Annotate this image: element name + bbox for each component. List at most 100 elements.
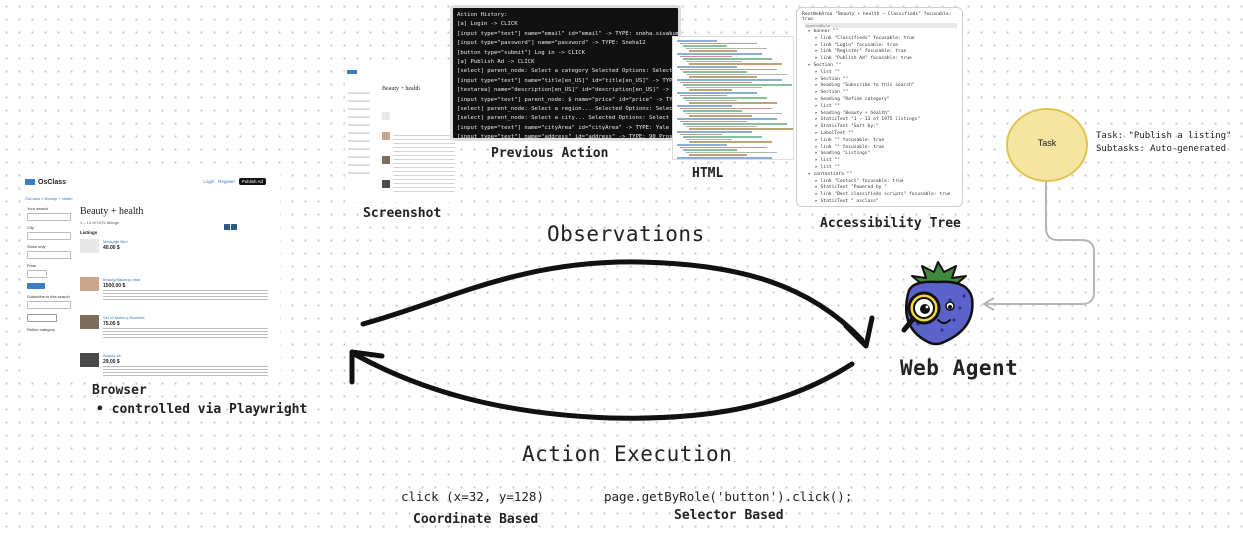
ax-tree-node: ▸ link "Contact" focusable: true xyxy=(815,178,904,184)
code-line xyxy=(680,120,747,123)
listing-price: 1500.00 $ xyxy=(103,283,126,289)
ax-highlight-node: IgnoredRole xyxy=(805,23,957,28)
coordinate-label: Coordinate Based xyxy=(413,512,539,527)
ax-tree-node: ▸ banner "" xyxy=(808,29,839,34)
code-line xyxy=(680,107,772,110)
browser-sidebar: Your search City Show only Price Subscri… xyxy=(27,206,71,332)
ax-tree-node: ▸ list "" xyxy=(815,69,840,75)
web-agent-label: Web Agent xyxy=(900,356,1019,380)
ax-tree-node: ▸ link "" focusable: true xyxy=(815,137,885,143)
sidebar-input[interactable] xyxy=(27,251,71,259)
listing-price: 29.00 $ xyxy=(103,359,120,365)
previous-action-line: [a] Login -> CLICK xyxy=(457,21,518,28)
ax-tree-node: ▸ link "Publish Ad" focusable: true xyxy=(815,56,912,62)
list-item[interactable]: Beauty kit 29.00 $ xyxy=(80,353,270,380)
ax-tree-node: ▸ Section "" xyxy=(815,90,849,96)
nav-register-link[interactable]: Register xyxy=(218,179,235,184)
task-connector xyxy=(986,180,1095,305)
nav-login-link[interactable]: Login xyxy=(203,179,215,184)
listing-title[interactable]: Set of Makeup Brushes xyxy=(103,315,145,320)
breadcrumb[interactable]: OsClass » Beauty + health xyxy=(25,196,73,201)
observations-arrow xyxy=(360,259,865,343)
observations-label: Observations xyxy=(547,222,705,246)
selector-label: Selector Based xyxy=(674,508,784,523)
listing-description xyxy=(103,328,268,338)
previous-action-line: [select] parent_node: Select a region...… xyxy=(457,106,681,113)
code-line xyxy=(689,63,782,65)
previous-action-line: [select] parent_node: Select a category … xyxy=(457,68,681,75)
previous-action-log: Action History: [a] Login -> CLICK [input … xyxy=(453,8,681,138)
sidebar-input[interactable] xyxy=(27,270,47,278)
code-line xyxy=(689,102,777,104)
code-line xyxy=(686,60,742,63)
code-line xyxy=(689,76,757,78)
code-line xyxy=(689,141,772,143)
code-line xyxy=(677,131,752,133)
previous-action-line: [select] parent_node: Select a city... S… xyxy=(457,115,681,122)
browser-nav: Login Register Publish Ad xyxy=(203,178,266,185)
previous-action-line: [input type="password"] name="password" … xyxy=(457,40,646,47)
screenshot-label: Screenshot xyxy=(363,206,442,221)
listing-title[interactable]: Beauty kit xyxy=(103,353,121,358)
code-line xyxy=(680,42,757,45)
accessibility-tree-label: Accessibility Tree xyxy=(820,216,961,231)
previous-action-line: [textarea] name="description[en_US]" id=… xyxy=(457,87,681,94)
code-line xyxy=(677,92,757,94)
listing-thumbnail xyxy=(80,353,99,367)
code-line xyxy=(686,151,777,154)
subscribe-button[interactable] xyxy=(27,314,57,322)
browser-heading: Beauty + health xyxy=(80,206,144,217)
previous-action-line: [input type="text"] name="title[en_US]" … xyxy=(457,77,681,84)
ax-tree-node: ▸ Section "" xyxy=(815,76,849,82)
code-line xyxy=(683,71,747,73)
action-execution-label: Action Execution xyxy=(522,442,733,466)
screenshot-heading: Beauty + health xyxy=(382,86,421,92)
sidebar-input[interactable] xyxy=(27,301,71,309)
list-item[interactable]: Massage Bed 40.00 $ xyxy=(80,239,270,273)
previous-action-line: [input type="text"] name="email" id="ema… xyxy=(457,30,681,37)
sidebar-input[interactable] xyxy=(27,232,71,240)
code-line xyxy=(683,149,737,151)
html-label: HTML xyxy=(692,166,724,181)
ax-tree-node: ▸ Section "" xyxy=(808,62,842,68)
view-toggle[interactable] xyxy=(224,217,264,230)
code-line xyxy=(683,110,742,112)
web-agent-mascot-icon xyxy=(901,261,974,346)
nav-publish-button[interactable]: Publish Ad xyxy=(238,178,266,185)
browser-subheading: 1 – 13 of 1975 listings xyxy=(80,220,119,225)
previous-action-line: Action History: xyxy=(457,12,508,18)
code-line xyxy=(683,136,762,138)
sidebar-label: Your search xyxy=(27,206,49,211)
code-line xyxy=(677,79,782,81)
ax-tree-node: ▸ list "" xyxy=(815,164,840,170)
ax-tree-node: ▸ StaticText "1 – 13 of 1975 listings" xyxy=(815,117,921,123)
code-line xyxy=(683,58,772,60)
code-line xyxy=(683,97,767,99)
code-line xyxy=(680,55,732,58)
listings-label: Listings xyxy=(80,230,98,235)
ax-tree-node: ▸ link "Classifieds" focusable: true xyxy=(815,35,915,41)
list-item[interactable]: Beauty/Makeup chair 1500.00 $ xyxy=(80,277,270,311)
ax-tree-node: ▸ LabelText "" xyxy=(815,130,854,136)
observations-arrowhead xyxy=(843,315,875,349)
accessibility-tree-panel: RootWebArea "Beauty + health — Classifie… xyxy=(796,7,963,207)
code-line xyxy=(686,99,737,102)
code-line xyxy=(683,45,727,47)
browser-logo: OsClass xyxy=(25,179,66,186)
listing-description xyxy=(103,290,268,300)
apply-button[interactable] xyxy=(27,283,45,289)
sidebar-input[interactable] xyxy=(27,213,71,221)
listing-price: 75.00 $ xyxy=(103,321,120,327)
listing-price: 40.00 $ xyxy=(103,245,120,251)
ax-tree-node: ▸ StaticText " osclass" xyxy=(815,198,879,204)
ax-tree-node: ▸ link "" focusable: true xyxy=(815,144,885,150)
listing-title[interactable]: Beauty/Makeup chair xyxy=(103,277,141,282)
list-item[interactable]: Set of Makeup Brushes 75.00 $ xyxy=(80,315,270,349)
previous-action-line: [input type="text"] parent_node: $ name=… xyxy=(457,96,681,103)
code-line xyxy=(686,112,782,115)
previous-action-line: [input type="text"] name="cityArea" id="… xyxy=(457,124,681,131)
selector-code: page.getByRole('button').click(); xyxy=(604,489,853,504)
listing-title[interactable]: Massage Bed xyxy=(103,239,128,244)
action-arrowhead xyxy=(349,349,385,385)
